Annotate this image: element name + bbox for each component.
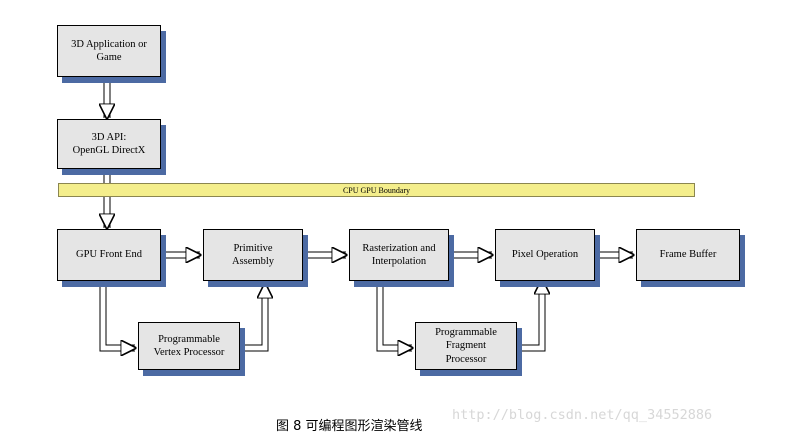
arrow-fragment-to-pixel xyxy=(520,280,542,352)
node-programmable-vertex-processor: Programmable Vertex Processor xyxy=(138,322,240,370)
figure-caption: 图 8 可编程图形渲染管线 xyxy=(276,419,423,434)
node-rasterization-interpolation: Rasterization and Interpolation xyxy=(349,229,449,281)
node-frame-buffer: Frame Buffer xyxy=(636,229,740,281)
arrow-frontend-to-vertex xyxy=(99,283,135,348)
node-programmable-fragment-processor: Programmable Fragment Processor xyxy=(415,322,517,370)
node-pixel-operation: Pixel Operation xyxy=(495,229,595,281)
watermark-url: http://blog.csdn.net/qq_34552886 xyxy=(452,407,713,423)
arrow-raster-to-fragment xyxy=(376,283,412,348)
node-3d-application: 3D Application or Game xyxy=(57,25,161,77)
arrow-vertex-to-primitive xyxy=(243,284,265,352)
node-gpu-front-end: GPU Front End xyxy=(57,229,161,281)
cpu-gpu-boundary: CPU GPU Boundary xyxy=(58,183,695,197)
node-primitive-assembly: Primitive Assembly xyxy=(203,229,303,281)
node-3d-api: 3D API: OpenGL DirectX xyxy=(57,119,161,169)
